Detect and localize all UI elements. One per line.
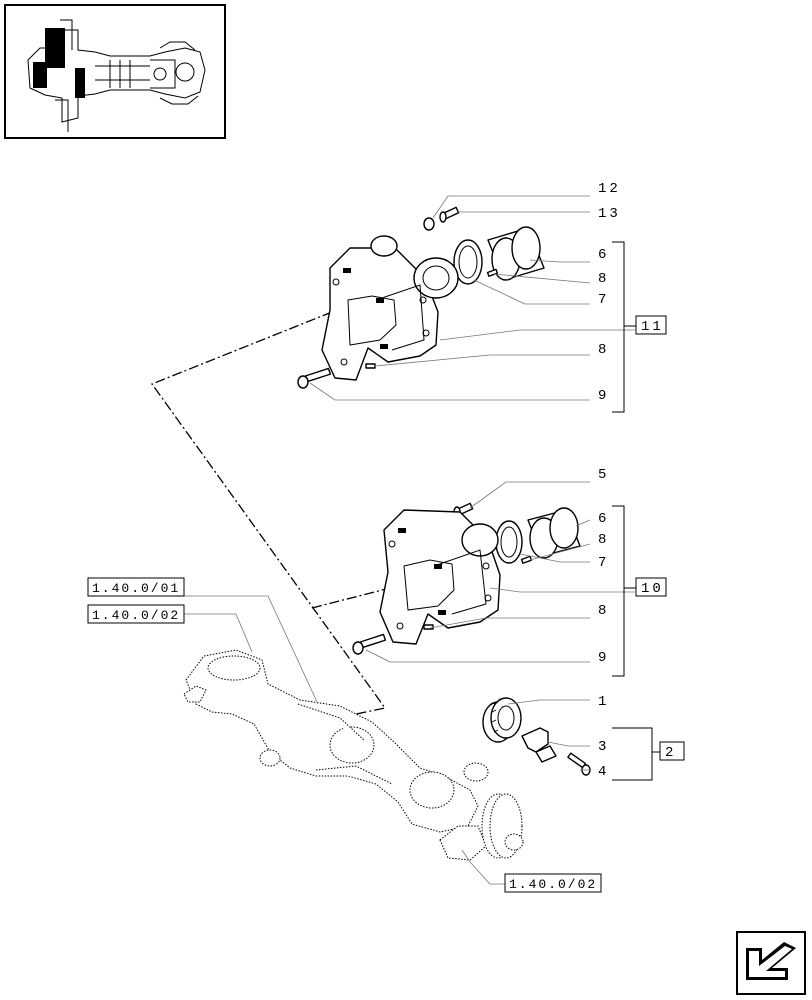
washer-12 xyxy=(423,217,435,231)
bushing-6-upper xyxy=(487,226,545,281)
reference-label-1-40-0-02-a: 1.40.0/02 xyxy=(92,608,180,623)
callout-3: 3 xyxy=(598,739,609,755)
group-10-box[interactable]: 10 xyxy=(635,577,667,597)
pin-8-upper-b xyxy=(365,363,376,369)
ring-7-lower xyxy=(495,520,523,564)
bolt-9-lower xyxy=(352,633,387,655)
group-11-box[interactable]: 11 xyxy=(635,315,667,335)
pin-8-upper xyxy=(486,268,499,277)
reference-box-1-40-0-01[interactable]: 1.40.0/01 xyxy=(87,577,185,597)
screw-13 xyxy=(439,206,460,223)
callout-9-upper: 9 xyxy=(598,388,609,404)
reference-label-1-40-0-02-b: 1.40.0/02 xyxy=(509,877,597,892)
bolt-9-upper xyxy=(297,367,332,389)
assembly-reference-line-lower xyxy=(311,587,391,609)
next-page-arrow-icon[interactable] xyxy=(736,931,806,995)
reference-box-1-40-0-02-a[interactable]: 1.40.0/02 xyxy=(87,604,185,624)
sensor-bracket-3 xyxy=(521,727,557,763)
thumbnail-axle-drawing xyxy=(27,19,206,132)
lower-bracket-body xyxy=(379,509,501,645)
callout-labels: 12 13 6 8 7 8 9 5 6 8 7 8 9 1 3 4 xyxy=(598,181,621,780)
callout-5: 5 xyxy=(598,467,609,483)
callout-6-lower: 6 xyxy=(598,511,609,527)
upper-bracket-assembly xyxy=(297,206,545,389)
callout-1: 1 xyxy=(598,694,609,710)
group-11-label: 11 xyxy=(641,319,664,335)
tone-ring-1 xyxy=(482,697,522,743)
bushing-6-lower xyxy=(527,507,581,559)
upper-bracket-body xyxy=(321,235,459,381)
lower-bracket-assembly xyxy=(352,502,581,655)
callout-8-lower-b: 8 xyxy=(598,603,609,619)
pin-8-lower-b xyxy=(423,624,434,630)
callout-8-upper: 8 xyxy=(598,271,609,287)
screw-4 xyxy=(567,752,591,776)
callout-7-lower: 7 xyxy=(598,555,609,571)
group-2-label: 2 xyxy=(665,745,676,761)
group-brackets xyxy=(612,241,660,781)
callout-13: 13 xyxy=(598,206,621,222)
assembly-reference-line xyxy=(150,311,387,723)
callout-12: 12 xyxy=(598,181,621,197)
group-2-box[interactable]: 2 xyxy=(659,741,685,761)
sensor-kit-assembly xyxy=(482,697,591,776)
leader-lines xyxy=(180,195,635,885)
ring-7-upper xyxy=(453,239,483,285)
axle-overview-thumbnail[interactable] xyxy=(4,4,226,139)
callout-6-upper: 6 xyxy=(598,247,609,263)
callout-8-upper-b: 8 xyxy=(598,342,609,358)
reference-box-1-40-0-02-b[interactable]: 1.40.0/02 xyxy=(504,873,602,893)
callout-7-upper: 7 xyxy=(598,292,609,308)
callout-4: 4 xyxy=(598,764,609,780)
front-axle-housing xyxy=(183,649,524,861)
reference-label-1-40-0-01: 1.40.0/01 xyxy=(92,581,180,596)
callout-8-lower: 8 xyxy=(598,532,609,548)
callout-9-lower: 9 xyxy=(598,650,609,666)
pin-8-lower xyxy=(520,555,533,564)
group-10-label: 10 xyxy=(641,581,664,597)
